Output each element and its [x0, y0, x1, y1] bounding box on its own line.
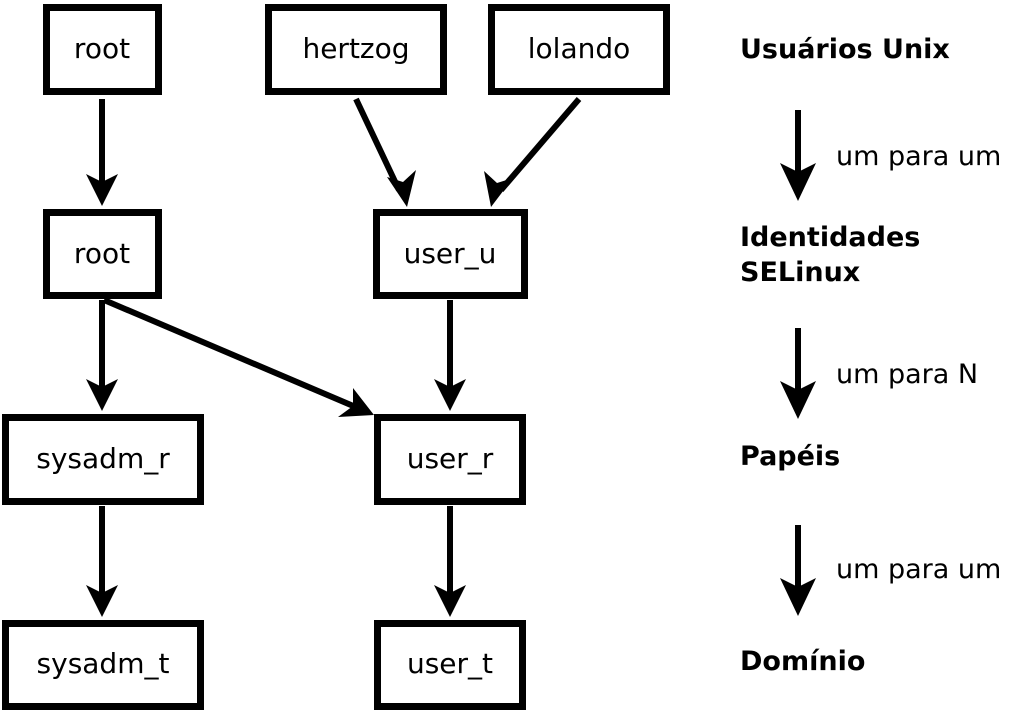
arrow-head-icon — [86, 379, 118, 411]
node-label: lolando — [528, 32, 631, 65]
node-unix-hertzog[interactable]: hertzog — [265, 4, 447, 95]
node-label: root — [74, 237, 130, 270]
edge-line — [102, 297, 360, 411]
edge-unix-root-to-selinux-root — [86, 99, 118, 206]
arrow-head-icon — [434, 585, 466, 617]
edge-line — [498, 97, 582, 192]
edge-sysadm-r-to-sysadm-t — [86, 506, 118, 617]
arrow-head-icon — [338, 388, 374, 417]
node-box[interactable] — [43, 209, 162, 299]
arrow-head-icon — [387, 170, 416, 207]
legend-heading-dominio: Domínio — [740, 646, 865, 677]
node-box[interactable] — [374, 620, 526, 710]
legend-column: Usuários Unix um para um Identidades SEL… — [740, 34, 1001, 677]
node-label: root — [74, 32, 130, 65]
node-unix-lolando[interactable]: lolando — [488, 4, 670, 95]
edge-selinux-root-to-user-r — [102, 297, 374, 417]
arrow-head-icon — [484, 171, 513, 207]
node-label: user_r — [407, 442, 494, 475]
nodes-layer: root hertzog lolando root user_u sysadm_ — [2, 4, 670, 710]
edge-user-r-to-user-t — [434, 506, 466, 617]
legend-heading-identidades-line1: Identidades — [740, 222, 920, 253]
arrow-head-icon — [780, 163, 816, 201]
arrow-head-icon — [434, 379, 466, 411]
node-label: sysadm_r — [36, 442, 170, 475]
node-label: user_u — [404, 237, 497, 270]
node-role-sysadm-r[interactable]: sysadm_r — [2, 414, 204, 505]
legend-edge-label-2: um para N — [836, 359, 978, 390]
arrow-head-icon — [780, 578, 816, 616]
legend-arrow-um-para-um-1 — [780, 110, 816, 201]
arrow-head-icon — [780, 381, 816, 419]
node-unix-root[interactable]: root — [43, 4, 162, 95]
legend-edge-label-1: um para um — [836, 141, 1001, 172]
node-box[interactable] — [2, 414, 204, 505]
edge-lolando-to-user-u — [484, 97, 582, 207]
arrow-head-icon — [86, 585, 118, 617]
node-label: sysadm_t — [37, 647, 170, 680]
node-label: hertzog — [302, 32, 409, 65]
node-box[interactable] — [488, 4, 670, 95]
node-box[interactable] — [265, 4, 447, 95]
edge-hertzog-to-user-u — [353, 97, 416, 207]
node-label: user_t — [407, 647, 493, 680]
node-role-user-r[interactable]: user_r — [374, 414, 526, 505]
node-domain-sysadm-t[interactable]: sysadm_t — [2, 620, 204, 710]
arrow-head-icon — [86, 174, 118, 206]
legend-heading-papeis: Papéis — [740, 441, 840, 472]
node-box[interactable] — [374, 414, 526, 505]
node-selinux-user-u[interactable]: user_u — [373, 209, 528, 299]
node-box[interactable] — [373, 209, 528, 299]
edge-selinux-root-to-sysadm-r — [86, 300, 118, 411]
legend-edge-label-3: um para um — [836, 554, 1001, 585]
node-domain-user-t[interactable]: user_t — [374, 620, 526, 710]
legend-arrow-um-para-um-2 — [780, 525, 816, 616]
edges-layer — [86, 97, 582, 617]
legend-heading-identidades-line2: SELinux — [740, 257, 860, 288]
node-box[interactable] — [43, 4, 162, 95]
legend-arrow-um-para-n — [780, 328, 816, 419]
legend-heading-usuarios-unix: Usuários Unix — [740, 34, 950, 65]
node-selinux-root[interactable]: root — [43, 209, 162, 299]
node-box[interactable] — [2, 620, 204, 710]
edge-line — [353, 97, 402, 192]
edge-user-u-to-user-r — [434, 300, 466, 411]
